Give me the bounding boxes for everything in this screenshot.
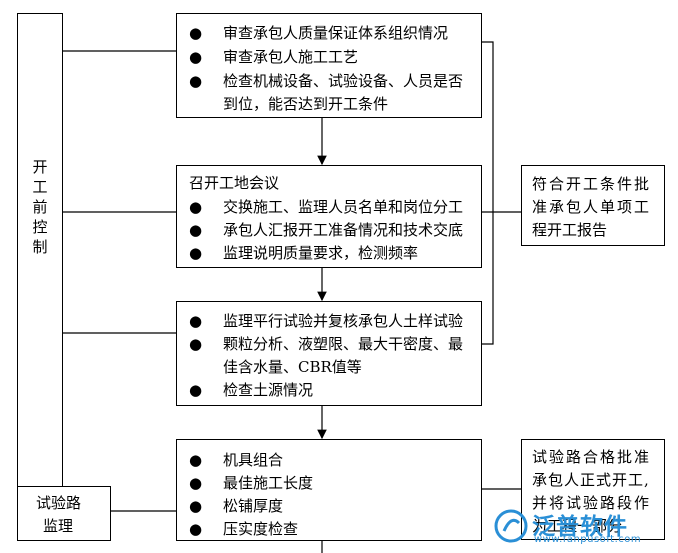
text-line: 符合开工条件批 bbox=[532, 175, 652, 193]
bracket-right bbox=[481, 41, 494, 345]
sidebar-label: 开 工 前 控 制 bbox=[32, 158, 48, 256]
box-start-approval: 符合开工条件批 准承包人单项工 程开工报告 bbox=[521, 165, 665, 246]
box-formal-start-approval: 试验路合格批准 承包人正式开工, 并将试验路段作 为工程一部分 bbox=[521, 439, 665, 540]
text-line: 准承包人单项工 bbox=[532, 198, 652, 216]
text-line: 并将试验路段作 bbox=[532, 494, 652, 512]
box-qualification-review: ●审查承包人质量保证体系组织情况 ●审查承包人施工工艺 ●检查机械设备、试验设备… bbox=[176, 13, 482, 118]
box-trial-section: ●机具组合 ●最佳施工长度 ●松铺厚度 ●压实度检查 bbox=[176, 439, 482, 541]
pre-start-control-sidebar: 开 工 前 控 制 bbox=[17, 13, 63, 533]
watermark-logo: 泛普软件 www.fanpusoft.com bbox=[494, 507, 664, 549]
list-item-continuation: 佳含水量、CBR值等 bbox=[223, 358, 362, 376]
box-site-meeting: 召开工地会议 ●交换施工、监理人员名单和岗位分工 ●承包人汇报开工准备情况和技术… bbox=[176, 165, 482, 268]
text-line: 试验路合格批准 bbox=[532, 448, 652, 466]
text-line: 为工程一部分 bbox=[532, 517, 623, 535]
brand-logo-icon bbox=[494, 509, 528, 543]
text-line: 承包人正式开工, bbox=[532, 471, 650, 489]
text-line: 监理 bbox=[43, 517, 74, 535]
box-soil-testing: ●监理平行试验并复核承包人土样试验 ●颗粒分析、液塑限、最大干密度、最 佳含水量… bbox=[176, 301, 482, 406]
text-line: 试验路 bbox=[36, 494, 82, 512]
watermark-url: www.fanpusoft.com bbox=[534, 534, 642, 545]
box-trial-supervision: 试验路 监理 bbox=[17, 486, 111, 541]
text-line: 程开工报告 bbox=[532, 221, 608, 239]
list-item-continuation: 到位，能否达到开工条件 bbox=[223, 95, 389, 113]
watermark-brand: 泛普软件 bbox=[532, 514, 628, 540]
box-title: 召开工地会议 bbox=[189, 174, 280, 192]
